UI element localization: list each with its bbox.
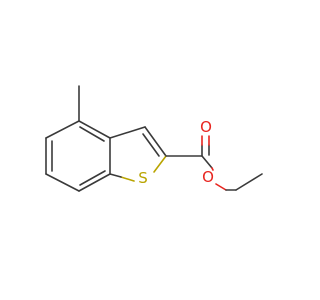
bond-c3a-c4: [78, 120, 111, 139]
bond-carbonyl-ester-o: [201, 155, 213, 169]
bond-c3-c2-inner: [142, 133, 160, 157]
carbonyl-oxygen-label: O: [200, 118, 212, 136]
bond-c3a-c4-inner: [79, 126, 105, 142]
bond-c7-c7a: [78, 173, 111, 192]
thiophene-ring: [109, 126, 167, 182]
bond-c2-s: [153, 155, 167, 173]
bond-c4-c5: [45, 120, 80, 139]
ester-group: [165, 135, 263, 191]
bond-c7-c7a-inner: [79, 170, 106, 186]
bond-ester-o-ch2: [215, 183, 227, 191]
bond-c3a-c3: [109, 126, 146, 139]
bond-ch2-ch3: [235, 173, 263, 191]
bond-s-c7a-dark: [109, 173, 122, 178]
structure-diagram: S O O: [45, 85, 263, 192]
sulfur-atom-label: S: [138, 169, 148, 187]
bond-s-c7a: [120, 176, 135, 182]
benzene-ring: [45, 120, 111, 192]
bond-c3-c2: [144, 126, 167, 157]
ester-oxygen-label: O: [202, 168, 214, 186]
bond-c6-c7: [45, 173, 80, 192]
bond-carbonyl-ester-o-b: [211, 167, 214, 171]
